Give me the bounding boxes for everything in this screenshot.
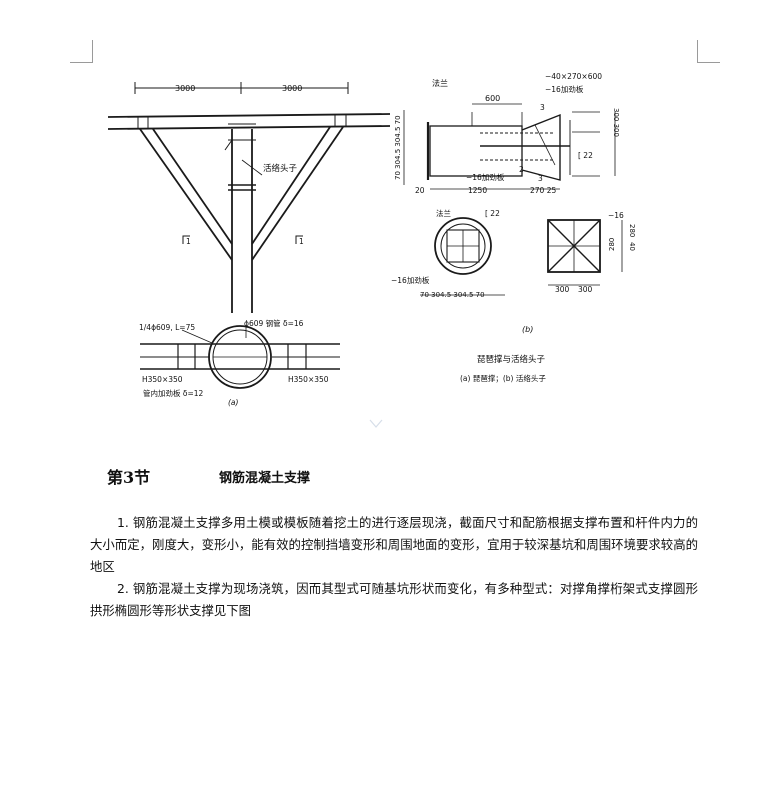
dim-left: 3000 — [175, 84, 195, 93]
dim-40-270-600: −40×270×600 — [545, 72, 602, 81]
section-title: 钢筋混凝土支撑 — [219, 471, 311, 486]
figure-a-plan-labels: 1/4ϕ609, L=75 ϕ609 钢管 δ=16 H350×350 H350… — [139, 318, 329, 407]
dim-280a: 280 — [628, 224, 636, 237]
channel-22: [ 22 — [578, 151, 593, 160]
caption-a: (a) — [228, 398, 239, 407]
pipe-label: ϕ609 钢管 δ=16 — [244, 318, 304, 328]
crop-mark-top-left — [70, 40, 93, 63]
mark-3-top: 3 — [540, 103, 545, 112]
dim-bottom-row: 70 304.5 304.5 70 — [420, 291, 485, 299]
beam-right-label: H350×350 — [288, 375, 329, 384]
figure-a-plan — [140, 325, 340, 389]
stiffener-16-top: −16加劲板 — [545, 84, 584, 94]
dim-right: 3000 — [282, 84, 302, 93]
dim-600: 600 — [485, 94, 500, 103]
figure-b-square-section — [547, 219, 623, 286]
figure-b-caption: (b) 琵琶撑与活络头子 (a) 琵琶撑；(b) 活络头子 — [460, 325, 546, 383]
paragraph-2: 2. 钢筋混凝土支撑为现场浇筑，因而其型式可随基坑形状而变化，有多种型式：对撑角… — [90, 581, 698, 618]
dim-300c: 300 — [578, 285, 593, 294]
figure-b-section-circle — [420, 217, 505, 296]
dim-40: 40 — [628, 242, 636, 251]
figure-subtitle: (a) 琵琶撑；(b) 活络头子 — [460, 373, 546, 383]
figure-a-elevation-labels: 3000 3000 活络头子 1 1 — [175, 84, 304, 246]
inner-plate-label: 管内加劲板 δ=12 — [143, 388, 204, 398]
engineering-figure: 3000 3000 活络头子 1 1 1/4ϕ609, L=75 ϕ609 钢管… — [107, 72, 636, 428]
caption-b: (b) — [522, 325, 533, 334]
dim-270-25: 270 25 — [530, 186, 556, 195]
section-number: 第3节 — [107, 468, 151, 487]
stiffener-16-mid: −16加劲板 — [466, 172, 505, 182]
figure-b-elevation — [403, 103, 616, 190]
beam-left-label: H350×350 — [142, 375, 183, 384]
hinge-label: 活络头子 — [263, 163, 298, 174]
section-mark-right: 1 — [299, 237, 304, 246]
flange-label: 法兰 — [432, 78, 448, 88]
mark-2: 2 — [519, 165, 524, 174]
chevron-down-icon — [369, 419, 383, 428]
section-mark-left: 1 — [186, 237, 191, 246]
section-heading: 第3节 钢筋混凝土支撑 — [107, 464, 667, 488]
dim-vertical: 70 304.5 304.5 70 — [394, 115, 402, 180]
dim-20: 20 — [415, 186, 425, 195]
figure-b-section-circle-labels: 法兰 [ 22 −16加劲板 70 304.5 304.5 70 — [391, 208, 500, 299]
figure-title: 琵琶撑与活络头子 — [477, 354, 546, 365]
dim-280b: 280 — [608, 238, 616, 251]
figure-b-elevation-labels: 法兰 600 −40×270×600 −16加劲板 3 [ 22 300 300… — [394, 72, 620, 195]
figure-a-elevation — [107, 82, 391, 313]
dim-300b: 300 — [555, 285, 570, 294]
dim-1250: 1250 — [468, 186, 487, 195]
dim-minus16: −16 — [608, 211, 624, 220]
dim-300-300: 300 300 — [612, 108, 620, 137]
flange-label-2: 法兰 — [436, 208, 451, 218]
stiffener-16-bottom: −16加劲板 — [391, 275, 430, 285]
figure-b-square-labels: −16 280 40 280 300 300 — [555, 211, 636, 294]
stiffener-label: 1/4ϕ609, L=75 — [139, 323, 195, 332]
channel-22b: [ 22 — [485, 209, 500, 218]
mark-3: 3 — [538, 174, 543, 183]
paragraph-1: 1. 钢筋混凝土支撑多用土模或模板随着挖土的进行逐层现浇，截面尺寸和配筋根据支撑… — [90, 515, 698, 574]
body-text: 1. 钢筋混凝土支撑多用土模或模板随着挖土的进行逐层现浇，截面尺寸和配筋根据支撑… — [90, 512, 698, 622]
crop-mark-top-right — [697, 40, 720, 63]
